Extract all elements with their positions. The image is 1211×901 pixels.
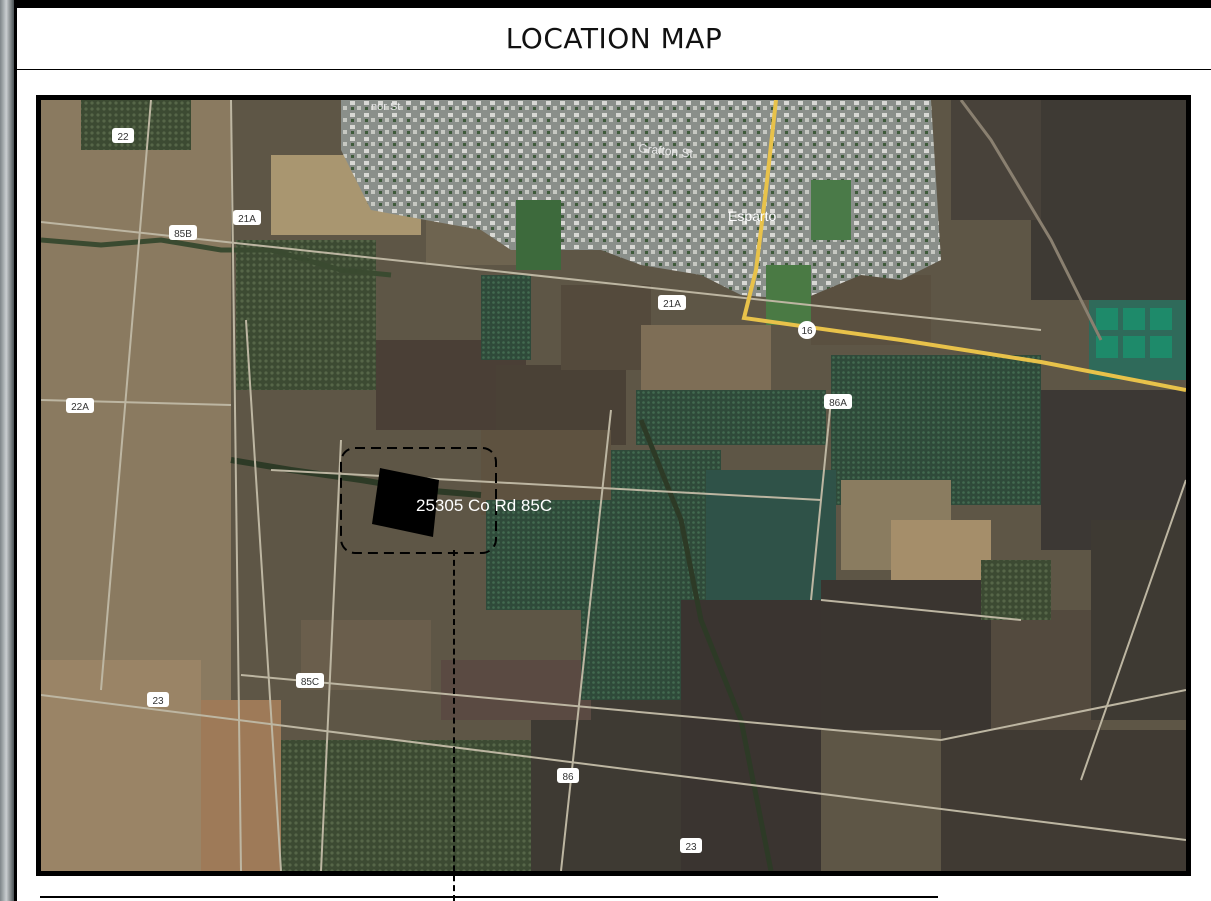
svg-text:23: 23	[152, 696, 164, 707]
shield-85c: 85C	[296, 673, 324, 688]
creek-treeline	[230, 457, 482, 498]
shield-16: 16	[798, 321, 816, 339]
location-map[interactable]: Grafton St nor St Esparto 25305 Co Rd 85…	[36, 95, 1191, 876]
field-4	[641, 325, 771, 395]
drainage-treeline	[638, 419, 774, 871]
field-orchard-1	[236, 240, 376, 390]
top-border-rule	[14, 0, 1211, 8]
field-south-6	[941, 730, 1186, 871]
field-3	[561, 285, 651, 370]
svg-text:21A: 21A	[663, 299, 681, 310]
field-green-1	[706, 470, 836, 600]
svg-text:21A: 21A	[238, 214, 256, 225]
svg-text:22: 22	[117, 132, 129, 143]
svg-text:86A: 86A	[829, 398, 847, 409]
callout-leader-line	[453, 550, 455, 901]
town-area	[341, 100, 941, 300]
pond-4	[1096, 336, 1118, 358]
site-address-label: 25305 Co Rd 85C	[416, 496, 552, 515]
local-roads	[41, 100, 1186, 871]
field-orchard-south-1	[281, 740, 531, 871]
field-orchard-6	[486, 500, 611, 610]
pond-1	[1096, 308, 1118, 330]
shield-22: 22	[112, 128, 134, 143]
shield-23-south: 23	[680, 838, 702, 853]
school-field	[811, 180, 851, 240]
field-orchard-3	[636, 390, 826, 445]
site-callout-box[interactable]	[340, 447, 497, 554]
shield-86a: 86A	[824, 394, 852, 409]
shield-23-west: 23	[147, 692, 169, 707]
field-south-east-2	[991, 610, 1101, 730]
street-label-grafton: Grafton St	[638, 141, 695, 161]
road-shields: 22 85B 21A 21A 16 22A	[66, 128, 852, 853]
field-south-east-3	[1091, 520, 1186, 720]
field-orchard-7	[981, 560, 1051, 620]
page-title: LOCATION MAP	[505, 22, 723, 55]
highway-16	[741, 100, 1186, 392]
svg-text:85B: 85B	[174, 229, 192, 240]
svg-text:85C: 85C	[301, 677, 319, 688]
field-south-2	[681, 600, 821, 871]
field-orchard-nw	[81, 100, 191, 150]
svg-text:23: 23	[685, 842, 697, 853]
town-park	[516, 200, 561, 270]
shield-85b: 85B	[169, 225, 197, 240]
field-orchard-5	[611, 450, 721, 600]
bottom-rule	[40, 896, 938, 898]
site-parcel[interactable]	[372, 468, 439, 537]
treeline-1	[41, 237, 392, 278]
east-curve-road	[959, 100, 1103, 341]
pond-2	[1123, 308, 1145, 330]
field-south-3	[441, 660, 591, 720]
shield-21a-west: 21A	[233, 210, 261, 225]
street-label-top: nor St	[371, 101, 400, 113]
field-orchard-south-2	[581, 600, 681, 700]
page-edge-strip	[0, 0, 14, 901]
shield-86: 86	[557, 768, 579, 783]
field-south-east-1	[821, 580, 991, 730]
pond-3	[1150, 308, 1172, 330]
pond-5	[1123, 336, 1145, 358]
sports-field	[766, 265, 811, 325]
title-block: LOCATION MAP	[17, 8, 1211, 70]
town-label-esparto: Esparto	[728, 208, 776, 224]
aerial-map-svg: Grafton St nor St Esparto 25305 Co Rd 85…	[41, 100, 1186, 871]
field-east-1	[1031, 100, 1186, 300]
shield-22a: 22A	[66, 398, 94, 413]
field-southwest-hills	[41, 660, 201, 871]
svg-text:86: 86	[562, 772, 574, 783]
field-south-1	[531, 700, 681, 871]
pond-6	[1150, 336, 1172, 358]
field-orchard-2	[481, 275, 531, 360]
shield-21a-east: 21A	[658, 295, 686, 310]
svg-text:22A: 22A	[71, 402, 89, 413]
svg-text:16: 16	[801, 326, 813, 337]
